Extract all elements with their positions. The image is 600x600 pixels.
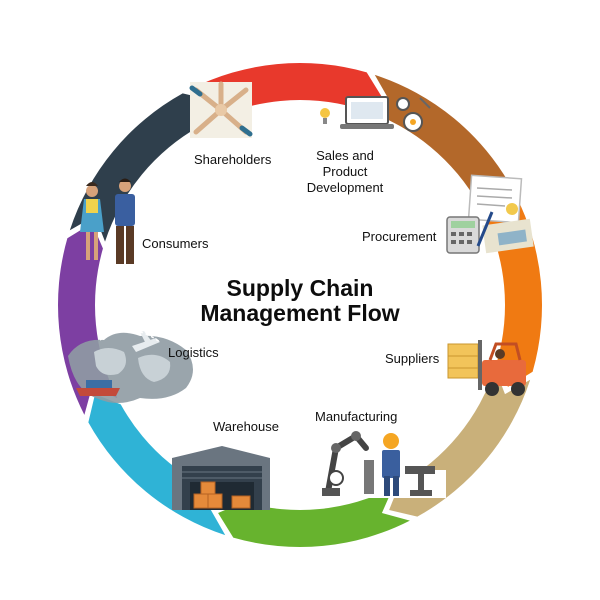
- label-manufacturing: Manufacturing: [315, 409, 398, 424]
- label-warehouse: Warehouse: [213, 419, 279, 434]
- cycle-arrow-logistics: [58, 223, 118, 415]
- cycle-arrow-manufacturing: [218, 487, 410, 547]
- label-sales-line1: Sales and: [316, 148, 374, 163]
- cycle-arrow-warehouse: [88, 394, 237, 536]
- label-procurement: Procurement: [362, 229, 437, 244]
- title-line-1: Supply Chain: [226, 275, 374, 301]
- cycle-arrow-shareholders: [190, 62, 382, 123]
- title-line-2: Management Flow: [200, 300, 400, 326]
- cycle-arrow-procurement: [482, 195, 542, 387]
- label-suppliers: Suppliers: [385, 351, 440, 366]
- label-sales-line2: Product: [322, 164, 368, 179]
- label-logistics: Logistics: [168, 345, 219, 360]
- label-shareholders: Shareholders: [194, 152, 272, 167]
- label-sales-product-development: Sales and Product Development: [300, 148, 390, 196]
- label-consumers: Consumers: [142, 236, 209, 251]
- label-sales-line3: Development: [306, 180, 384, 195]
- cycle-arrow-consumers: [69, 93, 211, 242]
- diagram-title: Supply Chain Management Flow: [180, 276, 420, 326]
- cycle-arrow-suppliers: [389, 368, 531, 517]
